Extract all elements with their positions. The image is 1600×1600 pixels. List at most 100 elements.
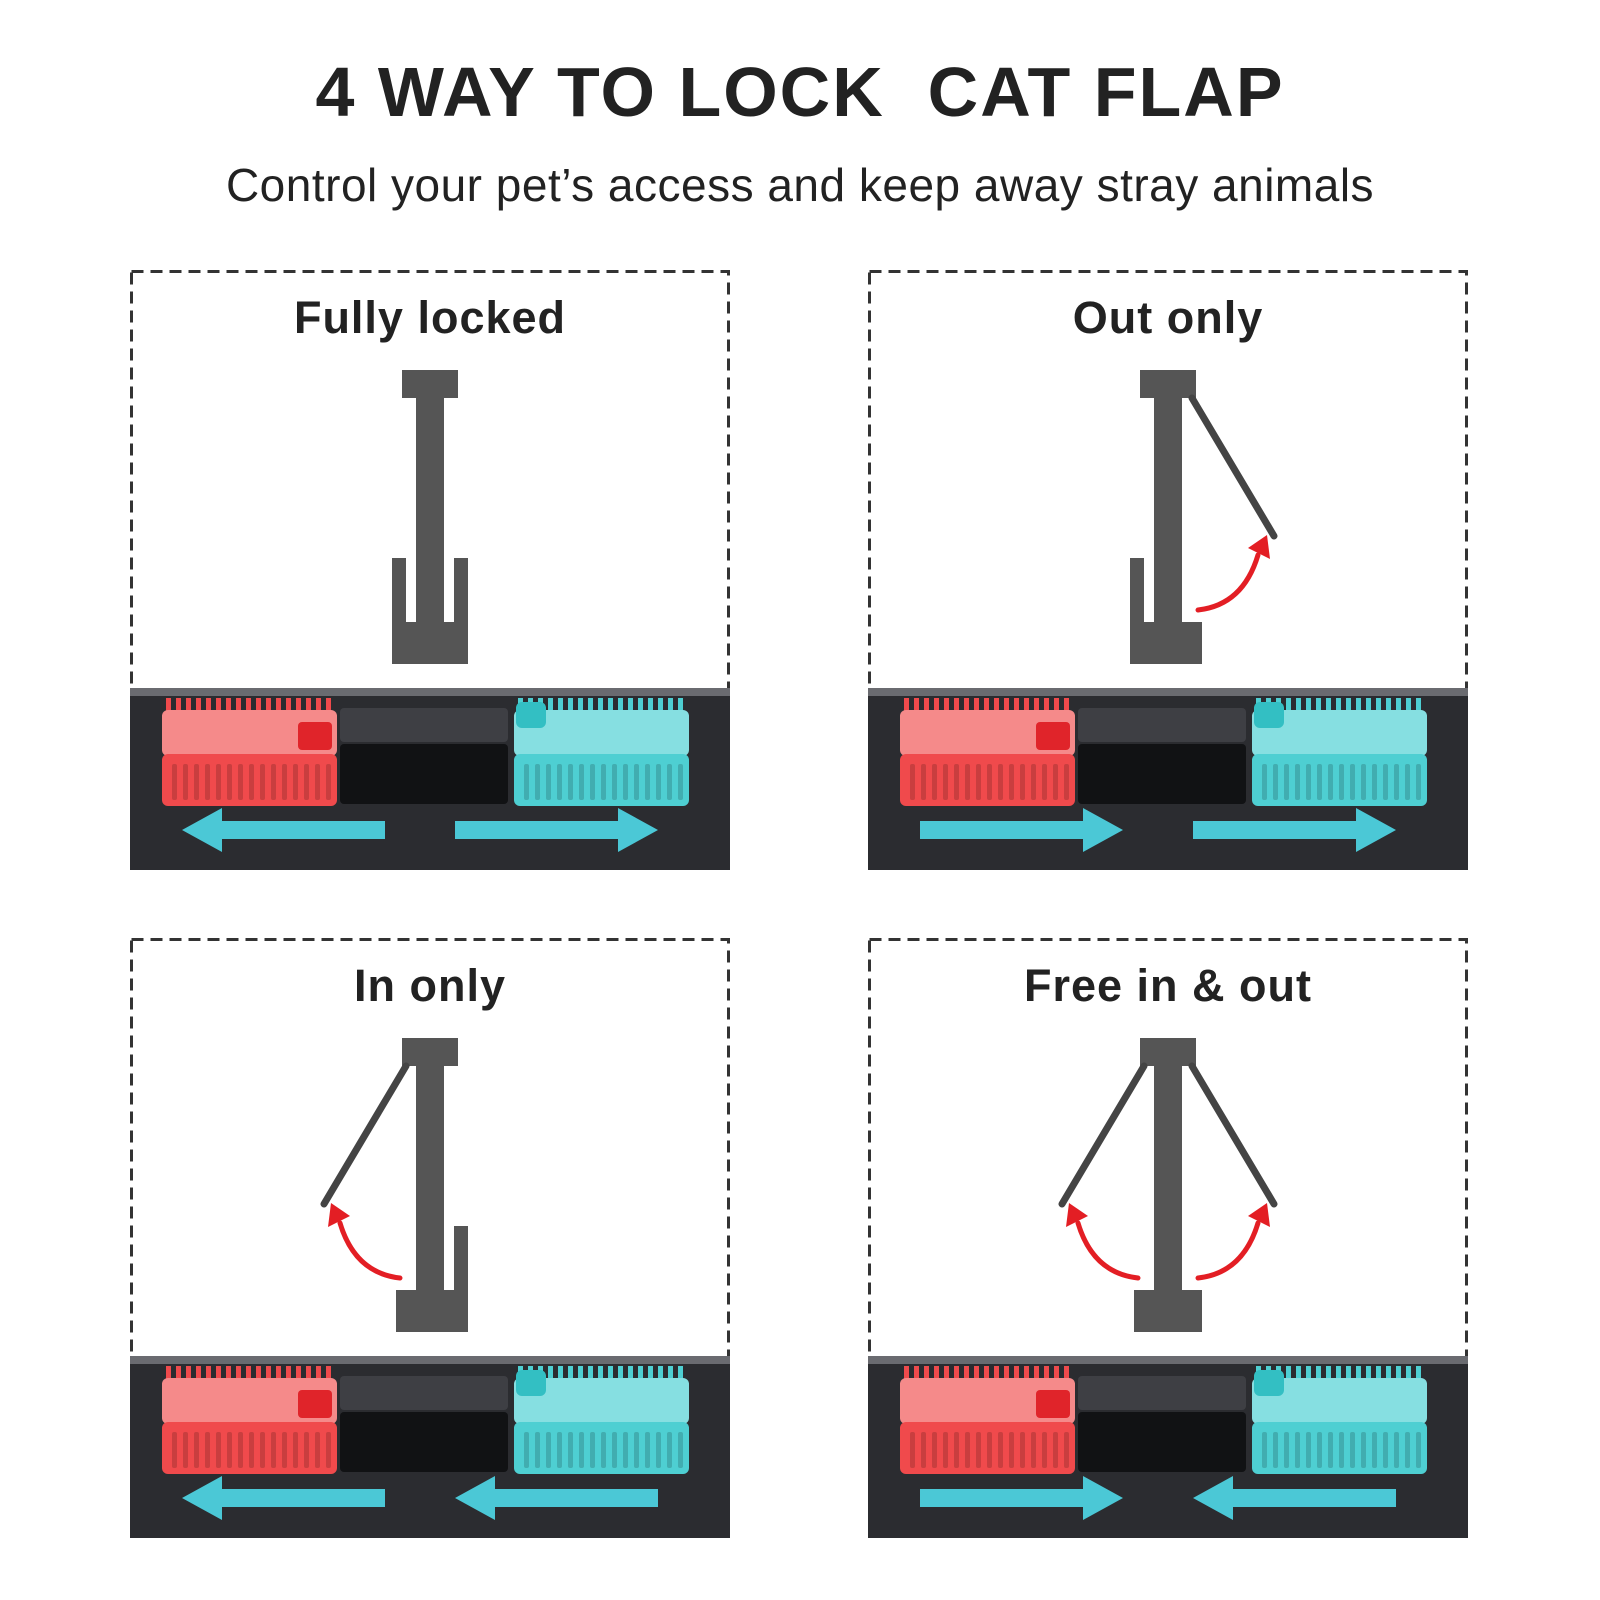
lock-top	[162, 710, 337, 756]
page-title: 4 WAY TO LOCK CAT FLAP	[315, 53, 1285, 131]
lock-ribs	[524, 764, 683, 800]
teal-lock	[514, 1366, 689, 1474]
teal-slide-arrow	[1193, 1476, 1396, 1520]
red-slide-arrow	[920, 808, 1123, 852]
teal-lock	[514, 698, 689, 806]
lock-ribs	[1262, 764, 1421, 800]
arc-arrowhead	[1066, 1203, 1088, 1227]
flap-bar	[416, 1066, 444, 1290]
arc-arrowhead	[328, 1203, 350, 1227]
flap-diagram	[392, 370, 468, 664]
lock-grip	[1252, 754, 1427, 806]
strip-slot-top	[340, 708, 508, 742]
panel-graphic	[130, 938, 730, 1538]
lock-grip	[514, 1422, 689, 1474]
panel-out-only: Out only	[868, 270, 1468, 870]
frame-cap	[402, 370, 458, 398]
lock-bracket	[392, 558, 468, 664]
panel-label: In only	[354, 960, 506, 1011]
lock-strip	[130, 1356, 730, 1538]
red-lock-tab	[298, 1390, 332, 1418]
strip-slot-top	[1078, 1376, 1246, 1410]
flap-diagram	[1130, 370, 1278, 664]
panel-graphic	[868, 270, 1468, 870]
lock-strip	[130, 688, 730, 870]
lock-teeth	[904, 1366, 1069, 1380]
lock-top	[900, 710, 1075, 756]
red-lock	[900, 698, 1075, 806]
frame-cap	[402, 1038, 458, 1066]
panel-label: Free in & out	[1023, 960, 1312, 1011]
flap-line-right	[1188, 394, 1278, 540]
lock-grip	[900, 754, 1075, 806]
lock-grip	[162, 754, 337, 806]
frame-cap	[1140, 370, 1196, 398]
teal-lock-tab	[1254, 702, 1284, 728]
lock-teeth	[166, 1366, 331, 1380]
lock-top	[1252, 710, 1427, 756]
lock-top	[162, 1378, 337, 1424]
lock-top	[514, 1378, 689, 1424]
swing-arc-left	[1066, 1203, 1141, 1281]
lock-ribs	[910, 1432, 1069, 1468]
panel-free-in-out: Free in & out	[868, 938, 1468, 1538]
arc-arrowhead	[1248, 1203, 1270, 1227]
lock-grip	[514, 754, 689, 806]
red-slide-arrow	[182, 808, 385, 852]
swing-arc-left	[328, 1203, 403, 1281]
lock-ribs	[172, 764, 331, 800]
lock-strip	[868, 1356, 1468, 1538]
red-lock-tab	[1036, 1390, 1070, 1418]
flap-bar	[1154, 1066, 1182, 1290]
flap-line-right	[1188, 1062, 1278, 1208]
strip-edge	[130, 1356, 730, 1364]
red-lock	[162, 1366, 337, 1474]
flap-bar	[1154, 398, 1182, 622]
strip-edge	[868, 688, 1468, 696]
flap-diagram	[320, 1038, 468, 1332]
arc-arrowhead	[1248, 535, 1270, 559]
lock-top	[514, 710, 689, 756]
frame-cap	[1140, 1038, 1196, 1066]
teal-slide-arrow	[455, 808, 658, 852]
teal-lock-tab	[1254, 1370, 1284, 1396]
strip-slot-top	[340, 1376, 508, 1410]
teal-lock-tab	[516, 702, 546, 728]
lock-grip	[1252, 1422, 1427, 1474]
strip-slot	[1078, 744, 1246, 804]
panel-graphic	[130, 270, 730, 870]
panel-fully-locked: Fully locked	[130, 270, 730, 870]
teal-lock-tab	[516, 1370, 546, 1396]
lock-ribs	[910, 764, 1069, 800]
lock-teeth	[166, 698, 331, 712]
arc-curve	[337, 1220, 403, 1281]
lock-grip	[162, 1422, 337, 1474]
arc-curve	[1195, 552, 1261, 613]
lock-strip	[868, 688, 1468, 870]
red-lock-tab	[1036, 722, 1070, 750]
arc-curve	[1075, 1220, 1141, 1281]
panel-label: Out only	[1072, 292, 1264, 343]
lock-grip	[900, 1422, 1075, 1474]
page-subtitle: Control your pet’s access and keep away …	[225, 159, 1375, 211]
flap-diagram	[1058, 1038, 1278, 1332]
strip-slot	[340, 1412, 508, 1472]
arc-curve	[1195, 1220, 1261, 1281]
strip-edge	[130, 688, 730, 696]
lock-top	[900, 1378, 1075, 1424]
teal-lock	[1252, 698, 1427, 806]
red-slide-arrow	[920, 1476, 1123, 1520]
lock-bracket	[396, 1226, 468, 1332]
lock-bracket	[1130, 558, 1202, 664]
lock-ribs	[1262, 1432, 1421, 1468]
strip-edge	[868, 1356, 1468, 1364]
red-lock-tab	[298, 722, 332, 750]
lock-ribs	[524, 1432, 683, 1468]
lock-bracket	[1134, 1290, 1202, 1332]
swing-arc-right	[1195, 1203, 1270, 1281]
strip-slot	[340, 744, 508, 804]
flap-line-left	[320, 1062, 410, 1208]
strip-slot-top	[1078, 708, 1246, 742]
panel-graphic	[868, 938, 1468, 1538]
red-lock	[900, 1366, 1075, 1474]
